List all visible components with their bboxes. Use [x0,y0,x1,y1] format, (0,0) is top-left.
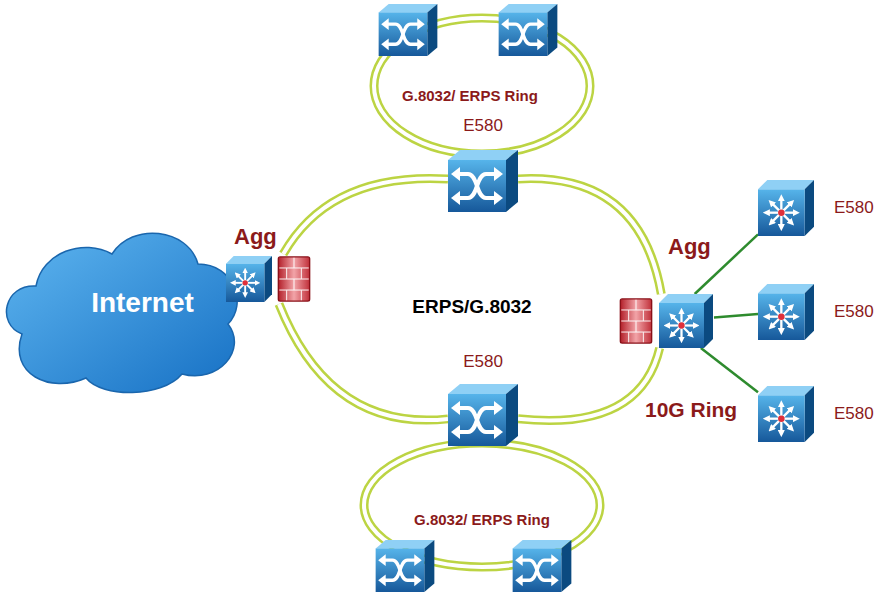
device-icon [226,254,312,304]
device-icon [758,180,814,236]
ring-link [283,178,448,254]
network-device: E580 [758,180,814,236]
firewall-icon [278,257,309,301]
network-device: E580 [448,384,518,446]
device-icon [448,150,518,212]
ring-line [283,178,448,254]
link-line [714,314,758,317]
internet-cloud: Internet [0,212,245,394]
device-label: E580 [463,116,503,136]
ring-line [518,179,661,294]
ring-gap [279,304,448,420]
switch-icon [659,294,713,348]
ring-label: 10G Ring [645,398,737,422]
switch-icon [513,540,572,592]
ring-label: G.8032/ ERPS Ring [414,511,550,528]
ring-label: ERPS/G.8032 [412,296,531,318]
cloud-label: Internet [91,287,194,319]
ring-gap [518,348,660,421]
device-label: Agg [234,224,277,249]
device-label: Agg [668,234,711,259]
ring-link [279,304,448,420]
switch-icon [379,4,438,56]
access-link [714,314,758,317]
switch-icon [448,150,518,212]
network-device: E580 [758,284,814,340]
ring-line [518,348,660,421]
ring-link [518,348,660,421]
ring-link [518,179,661,294]
network-device: Agg [226,254,312,304]
device-label: E580 [834,198,874,218]
network-device: E580 [758,386,814,442]
ring-gap [283,178,448,254]
switch-icon [448,384,518,446]
network-device: Agg [618,294,714,348]
device-icon [758,284,814,340]
switch-icon [376,540,435,592]
switch-icon [226,256,272,302]
device-label: E580 [834,302,874,322]
device-icon [758,386,814,442]
ring-line [279,304,448,420]
switch-icon [758,386,814,442]
firewall-icon [620,299,651,343]
device-label: E580 [834,404,874,424]
ring-label: G.8032/ ERPS Ring [402,87,538,104]
switch-icon [758,284,814,340]
device-icon [618,294,714,348]
access-link [701,348,758,392]
switch-icon [758,180,814,236]
device-label: E580 [463,352,503,372]
network-device: E580 [448,150,518,212]
switch-icon [499,4,558,56]
link-line [701,348,758,392]
device-icon [448,384,518,446]
cloud-outline [6,233,237,392]
ring-gap [518,179,661,294]
